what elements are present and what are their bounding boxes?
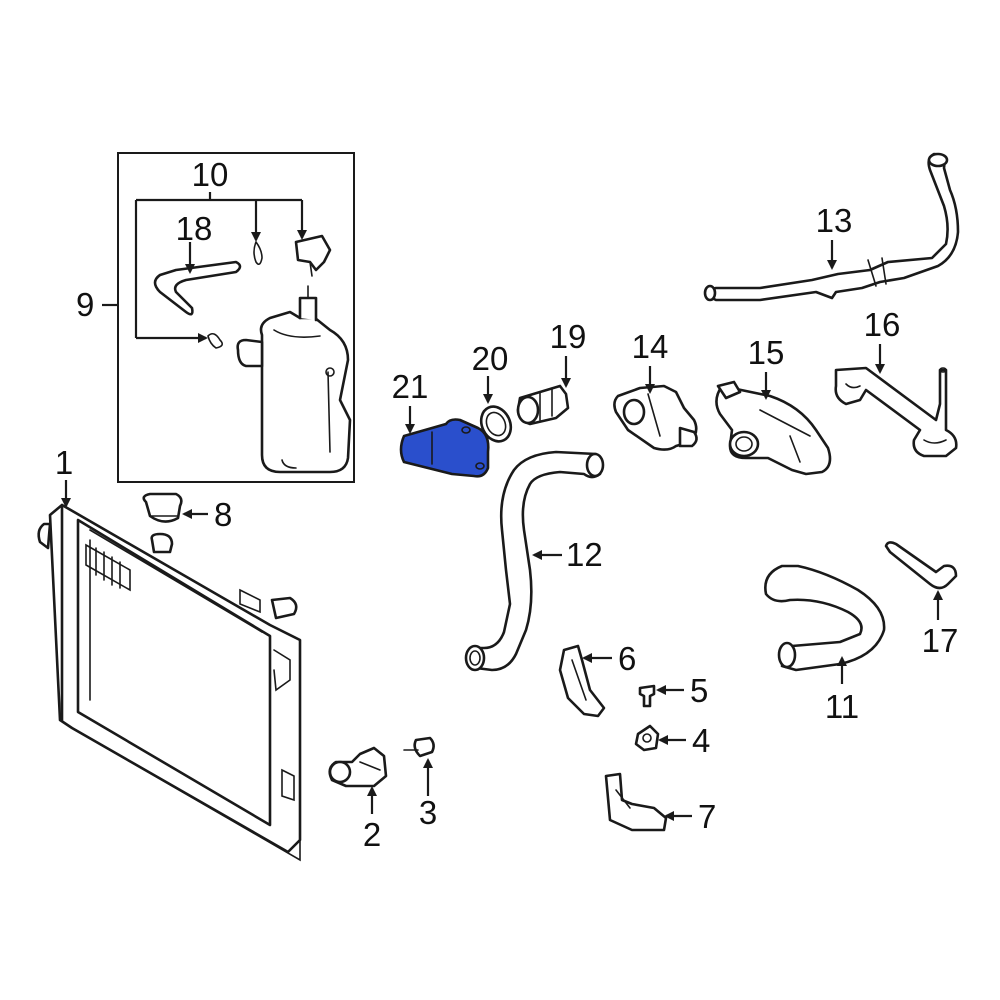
callout-4: 4: [692, 722, 710, 759]
drain-plug[interactable]: [403, 736, 435, 758]
callout-18: 18: [176, 210, 213, 247]
radiator-support-bracket[interactable]: [328, 746, 388, 788]
callout-20: 20: [472, 340, 509, 377]
callout-9: 9: [76, 286, 94, 323]
radiator[interactable]: [37, 503, 302, 862]
reservoir-bracket[interactable]: [294, 234, 332, 277]
radiator-cap[interactable]: [142, 492, 183, 523]
hose-clamp[interactable]: [207, 332, 224, 349]
callout-16: 16: [864, 306, 901, 343]
water-outlet[interactable]: [613, 384, 698, 451]
reservoir-hose[interactable]: [153, 260, 242, 316]
water-inlet-housing[interactable]: [715, 380, 832, 476]
bolt[interactable]: [638, 684, 656, 708]
thermostat[interactable]: [516, 384, 570, 426]
callout-12: 12: [566, 536, 603, 573]
hose-bracket[interactable]: [558, 644, 606, 718]
thermostat-housing-highlighted[interactable]: [399, 418, 490, 478]
callout-3: 3: [419, 794, 437, 831]
callout-19: 19: [550, 318, 587, 355]
hose-clip[interactable]: [253, 240, 263, 266]
callout-5: 5: [690, 672, 708, 709]
bypass-hose[interactable]: [884, 541, 958, 590]
callout-10-bracket: [134, 192, 307, 343]
thermostat-gasket[interactable]: [476, 402, 517, 446]
callout-15: 15: [748, 334, 785, 371]
callout-14: 14: [632, 328, 669, 365]
water-bypass-tube[interactable]: [703, 152, 960, 302]
reservoir-kit-box: [117, 152, 355, 483]
callout-10: 10: [192, 156, 229, 193]
nut[interactable]: [634, 724, 660, 752]
callout-7: 7: [698, 798, 716, 835]
radiator-lower-hose[interactable]: [764, 564, 886, 672]
callout-11: 11: [825, 688, 859, 725]
callout-17: 17: [922, 622, 959, 659]
coolant-reservoir-tank[interactable]: [236, 285, 352, 474]
callout-13: 13: [816, 202, 853, 239]
callout-1: 1: [55, 444, 73, 481]
callout-6: 6: [618, 640, 636, 677]
mounting-bracket[interactable]: [604, 772, 668, 832]
radiator-upper-hose[interactable]: [464, 450, 605, 672]
callout-8: 8: [214, 496, 232, 533]
callout-2: 2: [363, 816, 381, 853]
water-bypass-pipe[interactable]: [834, 366, 958, 458]
callout-21: 21: [392, 368, 429, 405]
